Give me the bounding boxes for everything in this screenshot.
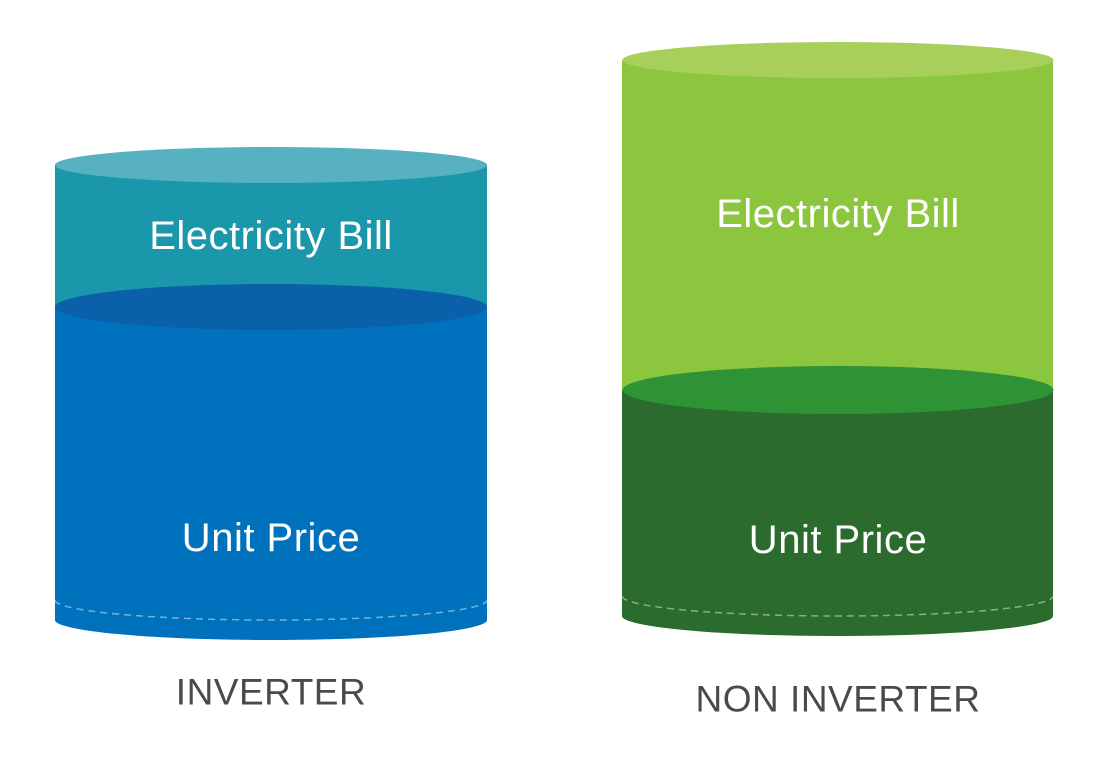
non-inverter-electricity-bill-label: Electricity Bill xyxy=(716,192,960,236)
non-inverter-top-cap-ellipse xyxy=(622,42,1054,78)
non-inverter-bottom-seam-line xyxy=(621,595,1054,617)
non-inverter-unit-price-label: Unit Price xyxy=(748,518,928,562)
inverter-top-cap-ellipse xyxy=(55,147,487,183)
inverter-bottom-seam-line xyxy=(54,599,488,621)
non-inverter-unit-price-segment xyxy=(622,390,1053,636)
inverter-divider-ellipse xyxy=(55,284,487,330)
inverter-unit-price-label: Unit Price xyxy=(181,516,361,560)
inverter-caption: INVERTER xyxy=(175,671,367,713)
non-inverter-divider-ellipse xyxy=(622,366,1054,414)
non-inverter-caption: NON INVERTER xyxy=(695,678,981,720)
non-inverter-electricity-bill-segment xyxy=(622,60,1053,414)
inverter-unit-price-segment xyxy=(55,307,487,640)
inverter-electricity-bill-label: Electricity Bill xyxy=(149,214,393,258)
